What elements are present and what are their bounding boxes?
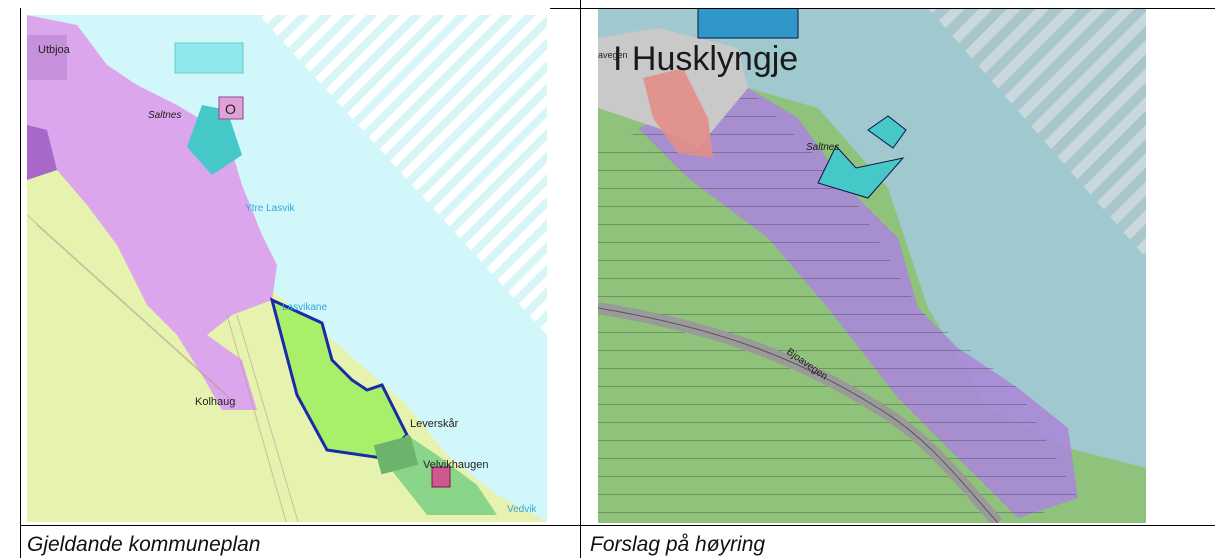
label-vedvik: Vedvik [507, 504, 537, 515]
cyan-diamond [867, 115, 907, 149]
label-utbjoa: Utbjoa [38, 44, 71, 56]
dark-purple-zone [27, 125, 57, 180]
cyan-rect [697, 8, 799, 39]
road-lines [27, 214, 299, 522]
pink-zone [643, 68, 713, 158]
right-map: I Husklyngje Saltnes Bjoavegen avegen [598, 8, 1146, 523]
label-saltnes: Saltnes [806, 142, 839, 153]
pink-building [431, 466, 451, 488]
label-road-left: avegen [598, 50, 628, 60]
label-ytre-lasvik: Ytre Lasvik [245, 203, 295, 214]
label-kolhaug: Kolhaug [195, 396, 235, 408]
purple-zone [27, 15, 277, 410]
left-map: Utbjoa Saltnes O Ytre Lasvik Lasvikane K… [27, 15, 547, 522]
cyan-pentagon [187, 105, 242, 175]
left-map-cell: Utbjoa Saltnes O Ytre Lasvik Lasvikane K… [27, 15, 547, 522]
bright-green-zone [269, 297, 409, 460]
road-edge [598, 307, 999, 523]
cyan-chevron [817, 145, 905, 199]
dark-green-square [373, 435, 419, 475]
pink-square [218, 96, 244, 120]
right-map-cell: I Husklyngje Saltnes Bjoavegen avegen [598, 8, 1146, 523]
label-leverskar: Leverskår [410, 418, 459, 430]
caption-left: Gjeldande kommuneplan [27, 533, 261, 556]
table-border-top [550, 8, 1215, 9]
label-marker-o: O [225, 101, 236, 117]
table-border-middle [580, 0, 581, 558]
label-husklyngje: I Husklyngje [613, 40, 798, 78]
hatched-zone [928, 8, 1146, 258]
table-border-row [20, 525, 1215, 526]
hatched-zone [259, 15, 547, 335]
label-lasvikane: Lasvikane [282, 302, 327, 313]
town-cluster [27, 35, 67, 80]
table-border-left [20, 8, 21, 558]
label-saltnes: Saltnes [148, 110, 181, 121]
label-velvikhaugen: Velvikhaugen [423, 459, 488, 471]
hatch-overlay [598, 88, 1078, 523]
cyan-rect [174, 42, 244, 74]
caption-right: Forslag på høyring [590, 533, 766, 556]
